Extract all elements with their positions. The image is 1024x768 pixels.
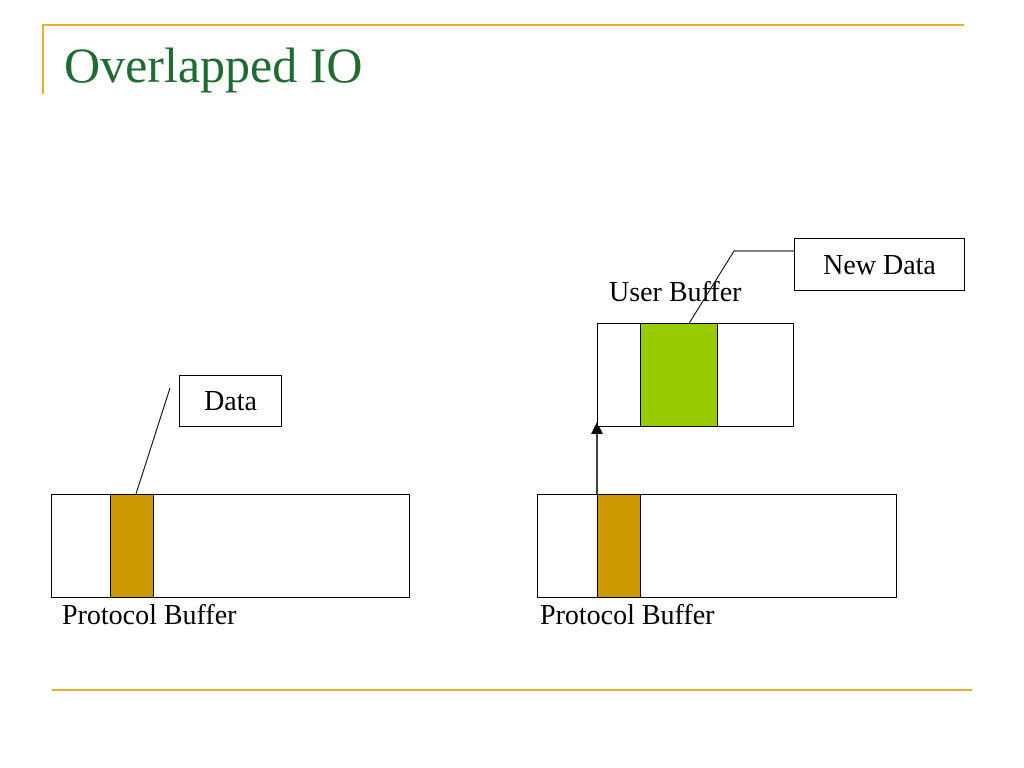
left-rule: [42, 24, 44, 94]
data-callout-leader: [135, 387, 171, 495]
data-callout-text: Data: [204, 386, 257, 417]
bottom-rule: [52, 689, 972, 691]
right-protocol-buffer: [537, 494, 897, 598]
right-protocol-buffer-label: Protocol Buffer: [540, 600, 715, 631]
right-data-segment: [597, 494, 641, 598]
left-data-segment: [110, 494, 154, 598]
user-data-segment: [640, 323, 718, 427]
left-protocol-buffer-label: Protocol Buffer: [62, 600, 237, 631]
data-callout: Data: [179, 375, 282, 427]
new-data-callout-leader: [679, 250, 794, 339]
new-data-callout-text: New Data: [823, 250, 936, 281]
new-data-callout: New Data: [794, 238, 965, 291]
top-rule: [42, 24, 964, 26]
user-buffer-label: User Buffer: [609, 277, 742, 308]
slide-title: Overlapped IO: [64, 37, 363, 93]
left-protocol-buffer: [51, 494, 410, 598]
